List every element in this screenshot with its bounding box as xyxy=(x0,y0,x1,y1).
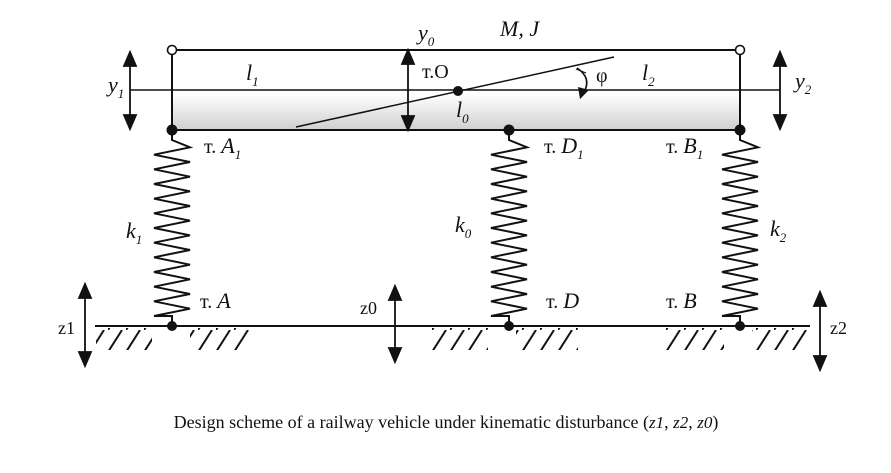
body-top-right-hinge xyxy=(734,44,746,56)
y2-arrow xyxy=(772,49,788,132)
label-z2: z2 xyxy=(830,318,847,338)
phi-tick xyxy=(575,68,587,74)
label-point-a: т. A xyxy=(200,288,231,313)
label-y1: y1 xyxy=(106,72,124,101)
spring-k0 xyxy=(490,130,531,326)
label-point-b1: т. B1 xyxy=(666,133,703,162)
label-k0: k0 xyxy=(455,212,472,241)
y0-arrow xyxy=(400,47,416,133)
phi-arc-head xyxy=(578,87,589,99)
label-z0: z0 xyxy=(360,298,377,318)
ground-hatch-2 xyxy=(190,328,250,350)
label-k1: k1 xyxy=(126,218,142,247)
ground-hatch-3 xyxy=(430,328,488,350)
body-top-left-hinge xyxy=(166,44,178,56)
z2-arrow xyxy=(812,289,828,373)
label-point-a1: т. A1 xyxy=(204,133,241,162)
label-point-o: т.O xyxy=(422,61,449,83)
z1-arrow xyxy=(77,281,93,369)
label-l0: l0 xyxy=(456,97,469,126)
point-a1-dot xyxy=(166,124,178,136)
label-l1: l1 xyxy=(246,60,259,89)
label-l2: l2 xyxy=(642,60,655,89)
label-y2: y2 xyxy=(793,68,812,97)
label-z1: z1 xyxy=(58,318,75,338)
label-point-d: т. D xyxy=(546,288,579,313)
point-b1-dot xyxy=(734,124,746,136)
ground-hatch-6 xyxy=(752,328,808,350)
label-y0: y0 xyxy=(416,20,435,49)
ground-hatch-4 xyxy=(516,328,578,350)
point-d1-dot xyxy=(503,124,515,136)
spring-k1 xyxy=(153,130,194,326)
ground-hatch-5 xyxy=(664,328,724,350)
y1-arrow xyxy=(122,49,138,132)
label-phi: φ xyxy=(596,65,608,87)
z0-arrow xyxy=(387,283,403,365)
spring-k2 xyxy=(721,130,762,326)
caption: Design scheme of a railway vehicle under… xyxy=(174,412,719,433)
label-point-b: т. B xyxy=(666,288,697,313)
ground-hatch-1 xyxy=(96,328,152,350)
label-mass: M, J xyxy=(499,16,540,41)
label-k2: k2 xyxy=(770,216,787,245)
label-point-d1: т. D1 xyxy=(544,133,584,162)
point-o-dot xyxy=(453,86,463,96)
